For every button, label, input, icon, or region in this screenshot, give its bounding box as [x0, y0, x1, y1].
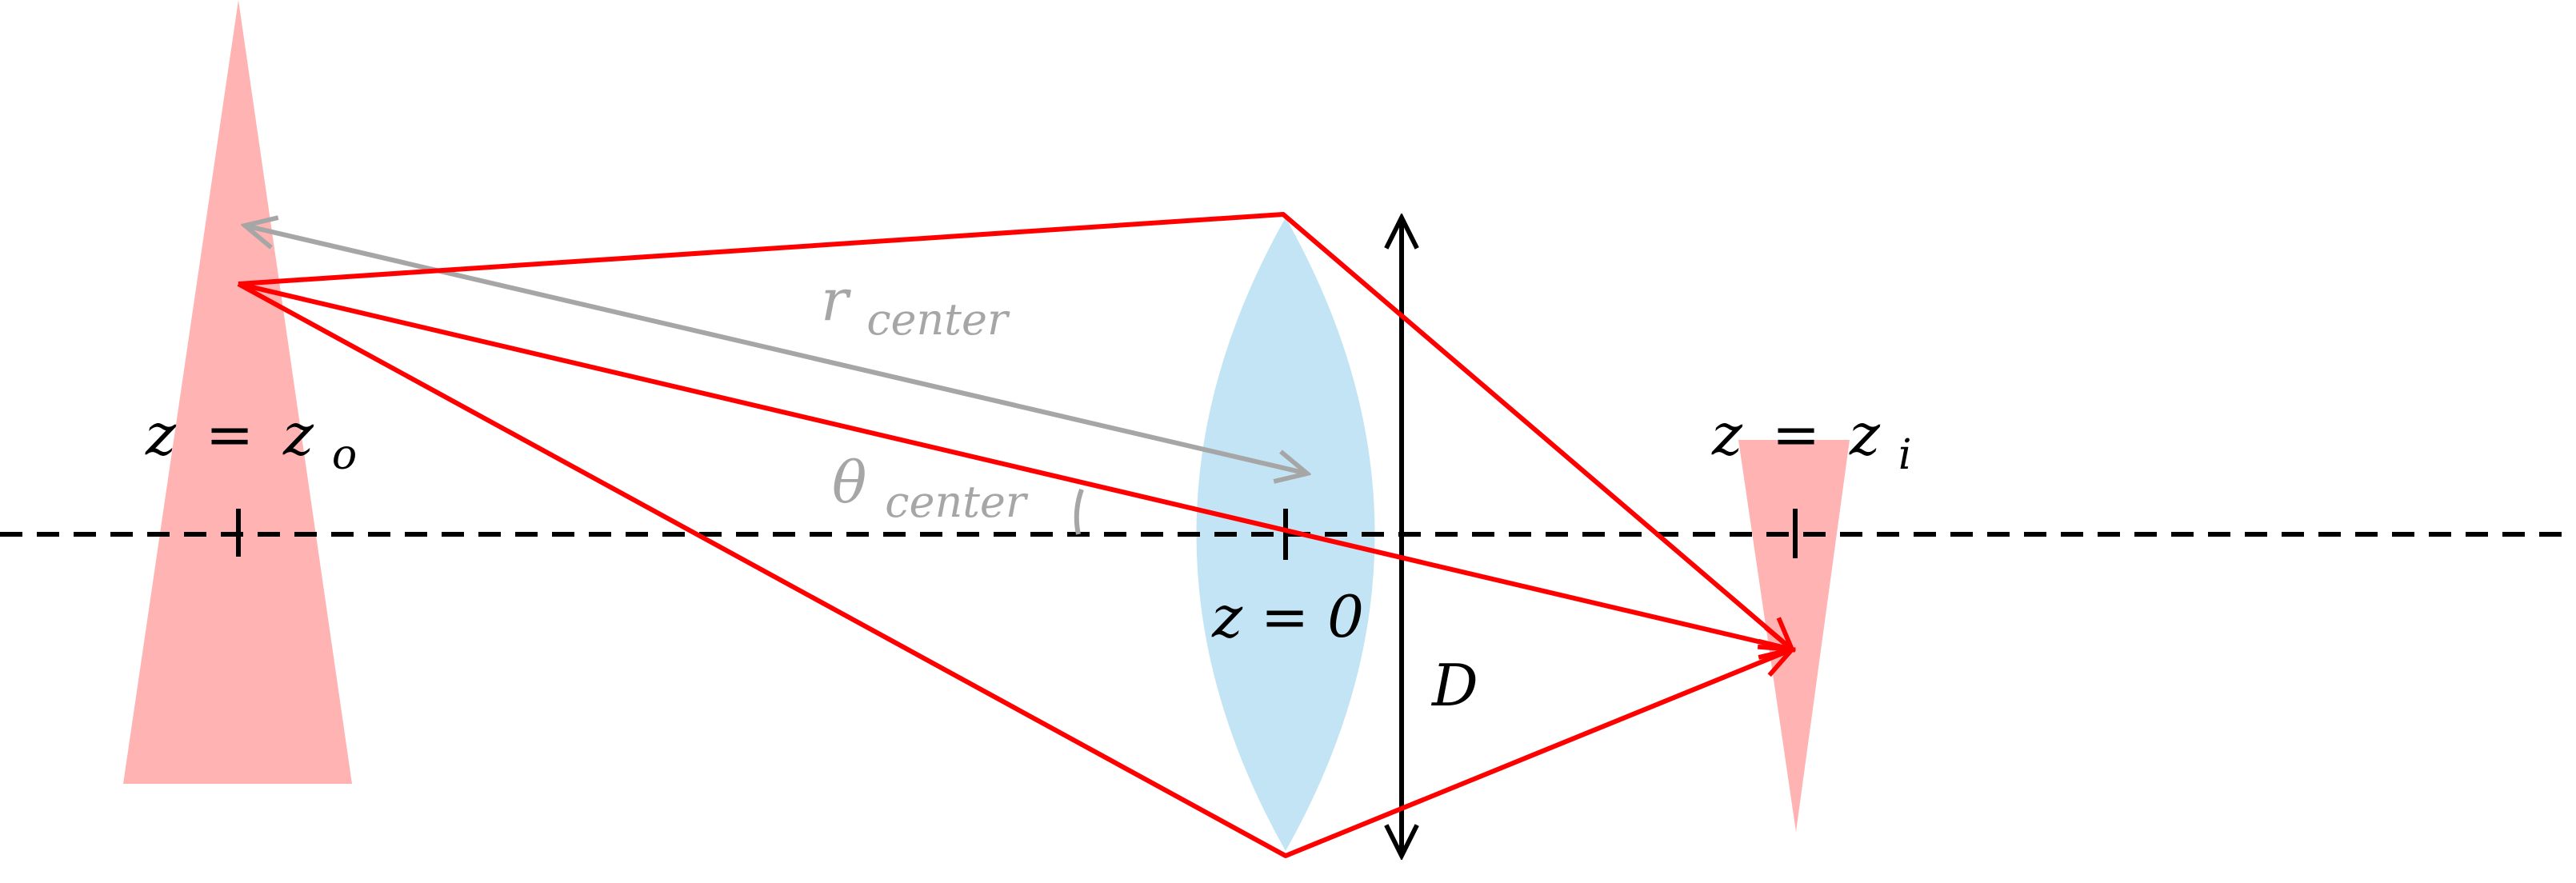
angle-arc	[1074, 488, 1084, 535]
image-plane-label-sub: i	[1898, 431, 1912, 479]
image-plane-label-rhs: z	[1849, 401, 1881, 468]
object-plane-label-eq: =	[206, 401, 254, 468]
angle-label-sub: center	[885, 477, 1029, 527]
ray-chief	[238, 282, 1792, 649]
object-plane-label-sub: o	[332, 431, 357, 479]
image-plane-label-lhs: z	[1711, 401, 1743, 468]
object-plane-label: z = z o	[145, 401, 357, 479]
object-arrow-shape	[123, 0, 352, 784]
image-plane-label: z = z i	[1711, 401, 1912, 479]
ray-bottom	[237, 282, 1792, 858]
ray-top	[238, 212, 1792, 649]
object-plane-label-rhs: z	[282, 401, 314, 468]
distance-label-sub: center	[866, 294, 1010, 345]
distance-label: r center	[821, 266, 1010, 345]
object-plane-label-lhs: z	[145, 401, 177, 468]
image-arrow-shape	[1738, 440, 1850, 832]
image-plane-label-eq: =	[1772, 401, 1820, 468]
angle-label: θ center	[832, 449, 1029, 527]
distance-label-main: r	[821, 266, 851, 334]
aperture-label: D	[1430, 652, 1478, 719]
angle-label-main: θ	[832, 449, 866, 516]
distance-arrow	[245, 226, 1307, 473]
lens-plane-label: z = 0	[1211, 583, 1364, 650]
